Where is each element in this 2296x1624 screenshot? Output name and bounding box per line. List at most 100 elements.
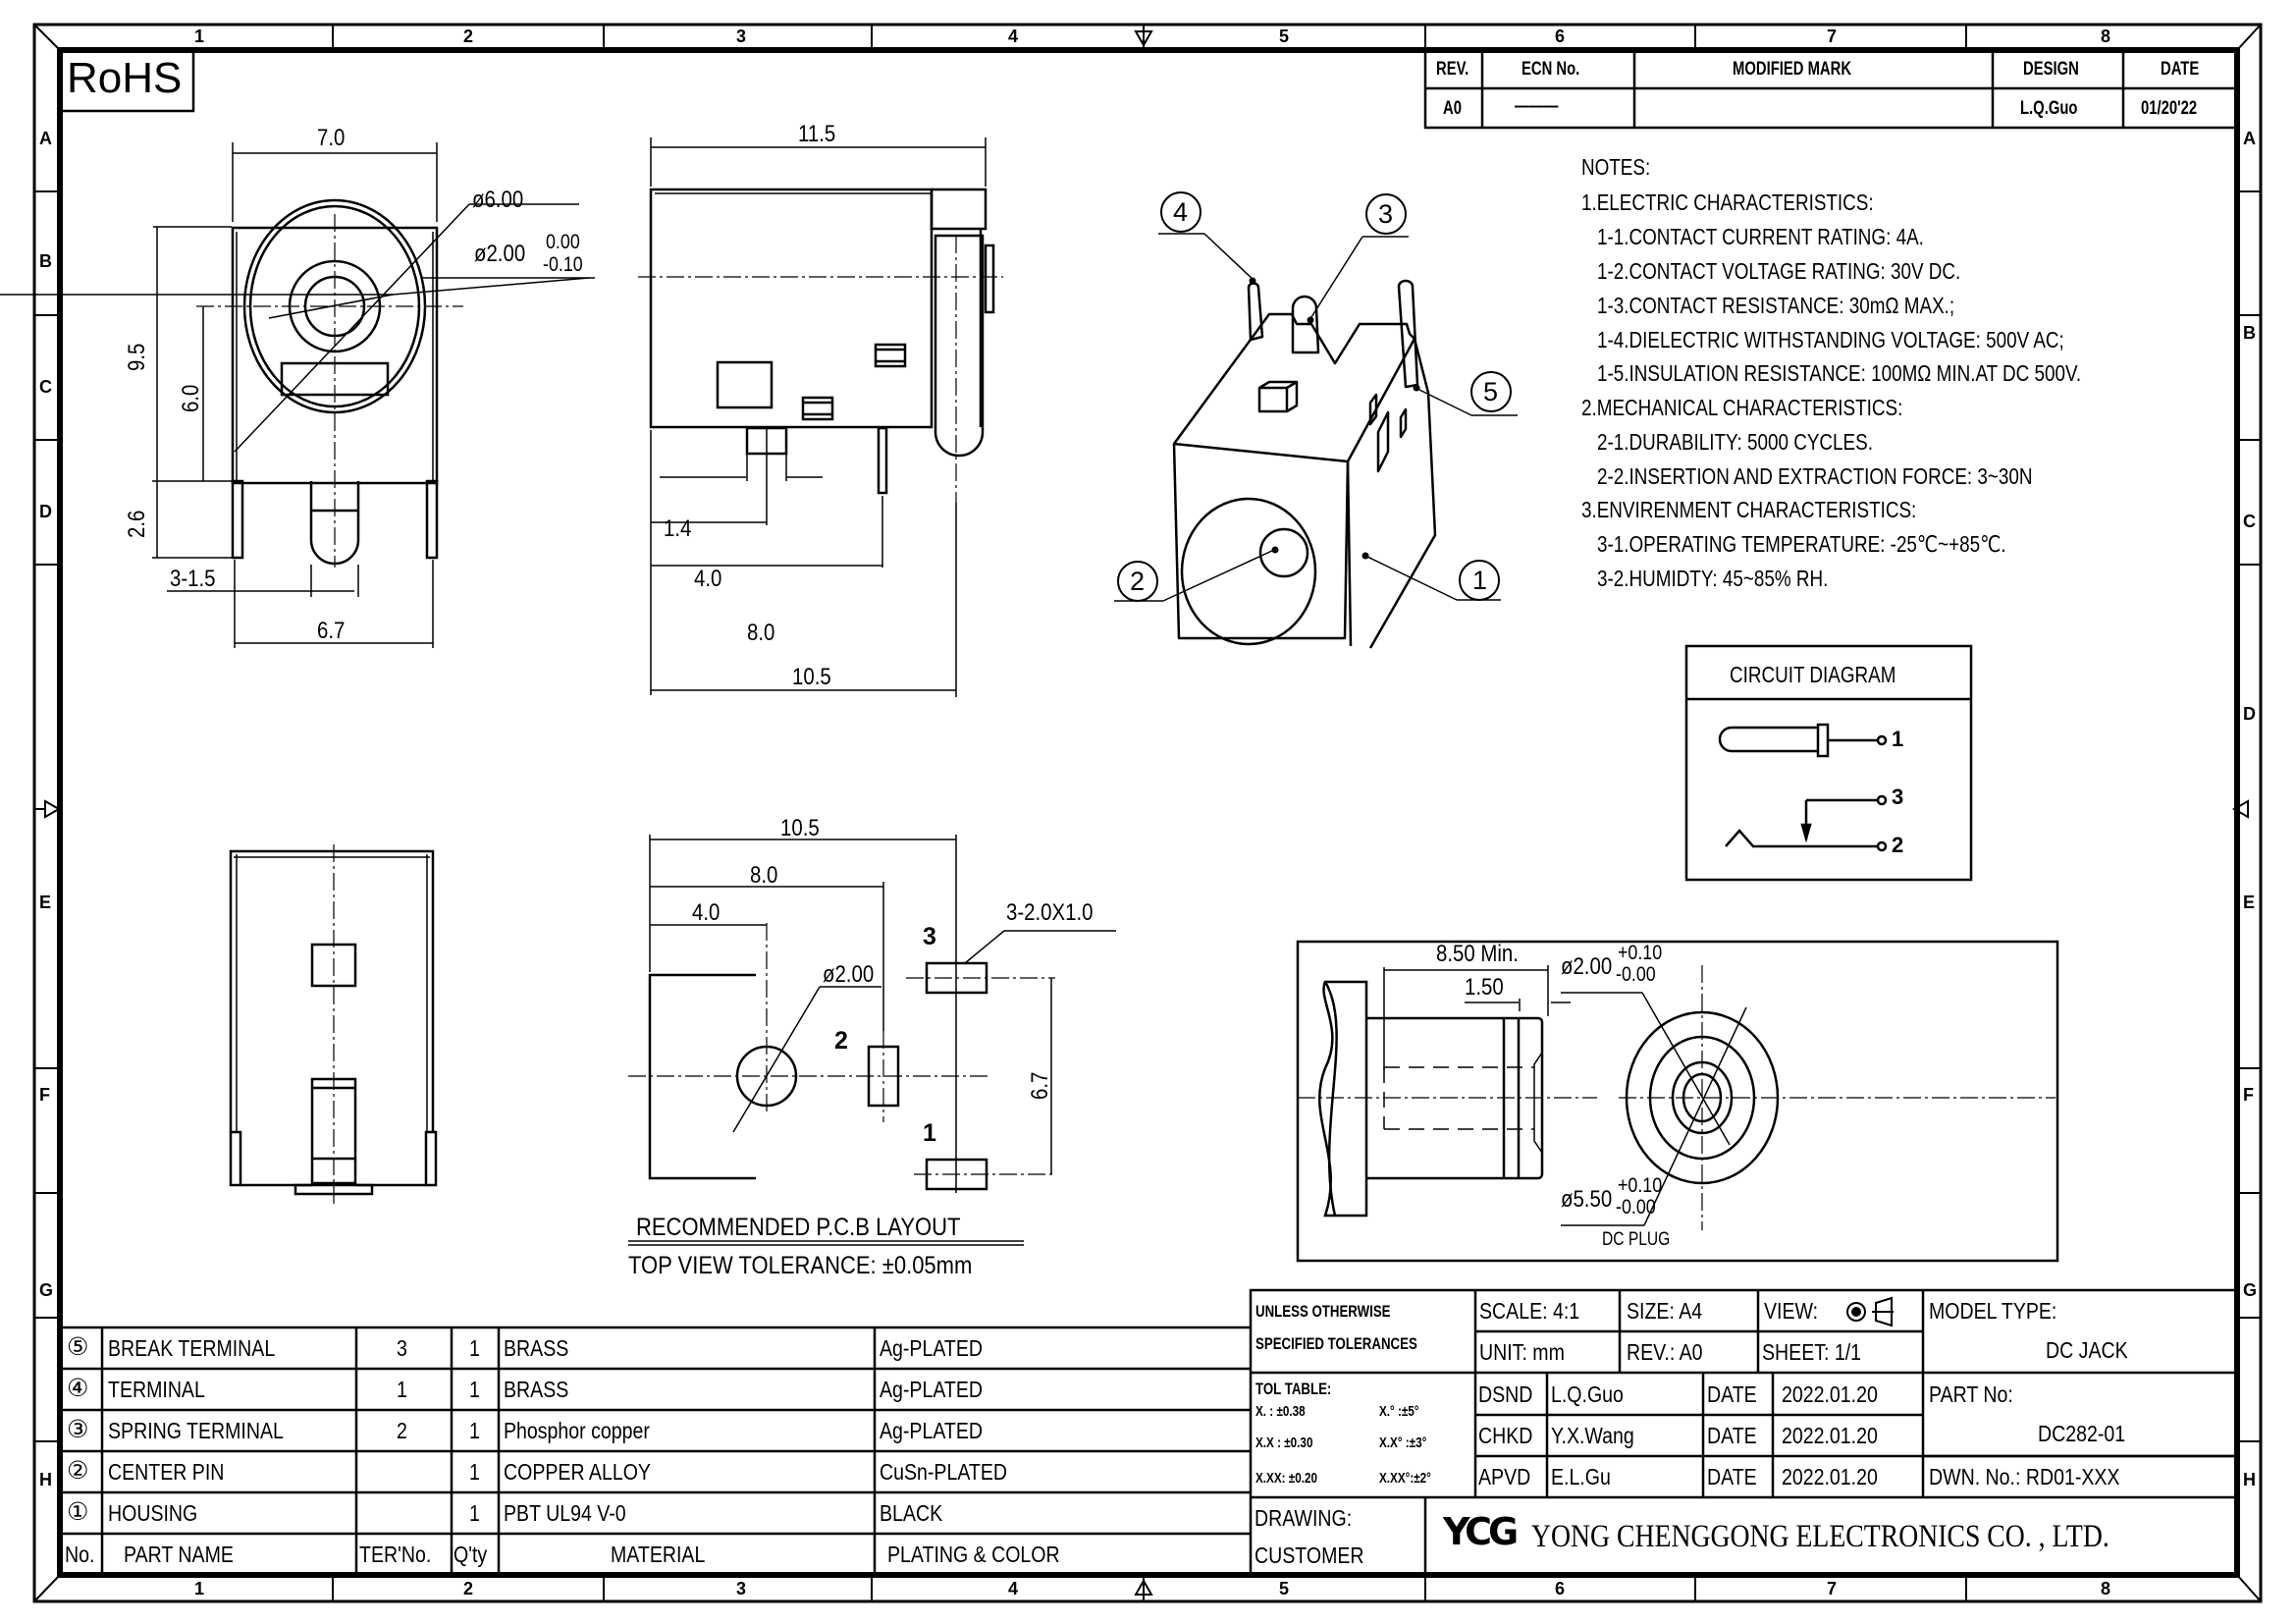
- rohs-label: RoHS: [67, 54, 183, 102]
- note-line: 1-3.CONTACT RESISTANCE: 30mΩ MAX.;: [1597, 293, 1955, 318]
- isometric-view-drawing: [1114, 191, 1518, 649]
- tb-part-no: DC282-01: [2038, 1421, 2126, 1446]
- dim-height-6-0: 6.0: [178, 384, 204, 412]
- dim-tol-upper: 0.00: [546, 231, 580, 253]
- note-line: 2.MECHANICAL CHARACTERISTICS:: [1581, 395, 1903, 420]
- zone-col-3: 3: [736, 27, 747, 46]
- bom-item-no: ①: [67, 1498, 89, 1526]
- bom-material: BRASS: [504, 1335, 569, 1361]
- bom-ter-no: 2: [397, 1418, 407, 1443]
- plug-dim-1-50: 1.50: [1465, 974, 1504, 1001]
- note-line: 3-2.HUMIDTY: 45~85% RH.: [1597, 566, 1829, 591]
- tb-unless: UNLESS OTHERWISE: [1255, 1302, 1391, 1321]
- tb-role: APVD: [1478, 1464, 1531, 1489]
- projection-symbol-icon: [1846, 1296, 1894, 1327]
- zone-row-dividers: [34, 190, 2261, 1442]
- center-mark-left: [34, 799, 62, 819]
- tb-unit: UNIT: mm: [1479, 1339, 1565, 1365]
- zone-col-5-bottom: 5: [1279, 1579, 1290, 1598]
- bom-qty: 1: [469, 1459, 480, 1485]
- circuit-pin-3: 3: [1892, 785, 1904, 809]
- zone-row-e: E: [39, 893, 52, 912]
- zone-row-d-right: D: [2243, 704, 2256, 724]
- circuit-diagram-drawing: [1684, 644, 1973, 882]
- zone-col-6: 6: [1555, 27, 1566, 46]
- pcb-dim-10-5: 10.5: [780, 815, 820, 841]
- tb-name: E.L.Gu: [1551, 1464, 1611, 1489]
- bom-qty: 1: [469, 1377, 480, 1402]
- tb-role: CHKD: [1478, 1423, 1533, 1448]
- center-mark-top: [1134, 25, 1153, 48]
- bom-plating: Ag-PLATED: [880, 1418, 984, 1443]
- bom-header-part-name: PART NAME: [124, 1542, 234, 1567]
- notes-title: NOTES:: [1581, 154, 1651, 180]
- tb-date-label: DATE: [1707, 1423, 1757, 1448]
- callout-circle-4: [1160, 191, 1201, 233]
- note-line: 1-4.DIELECTRIC WITHSTANDING VOLTAGE: 500…: [1597, 327, 2064, 352]
- tb-tol-angular: X.° :±5°: [1379, 1403, 1419, 1420]
- bom-plating: Ag-PLATED: [880, 1377, 984, 1402]
- zone-row-h: H: [39, 1470, 52, 1489]
- tb-tol-linear: X.XX: ±0.20: [1255, 1470, 1318, 1487]
- tb-rev: REV.: A0: [1627, 1339, 1703, 1365]
- tb-sheet: SHEET: 1/1: [1762, 1339, 1862, 1365]
- zone-row-c: C: [39, 377, 52, 397]
- plug-inner-tol-upper: +0.10: [1618, 942, 1663, 964]
- pcb-dim-6-7: 6.7: [1027, 1071, 1053, 1100]
- rohs-box: [58, 48, 195, 113]
- circuit-pin-1: 1: [1892, 727, 1904, 751]
- dim-tol-lower: -0.10: [543, 253, 583, 276]
- bom-ter-no: 3: [397, 1335, 407, 1361]
- rev-value-rev: A0: [1443, 98, 1462, 119]
- side-view-drawing: [638, 137, 1003, 697]
- tb-model-type: DC JACK: [2046, 1337, 2128, 1363]
- bom-header-no: No.: [65, 1542, 95, 1567]
- callout-circle-5: [1470, 371, 1512, 412]
- zone-col-7-bottom: 7: [1827, 1579, 1838, 1598]
- callout-4: 4: [1173, 197, 1189, 227]
- dim-width-7-0: 7.0: [317, 125, 346, 151]
- callout-3: 3: [1378, 199, 1394, 229]
- zone-row-e-right: E: [2243, 893, 2256, 912]
- zone-row-b-right: B: [2243, 323, 2256, 343]
- zone-col-7: 7: [1827, 27, 1838, 46]
- tb-drawing: DRAWING:: [1255, 1505, 1353, 1531]
- inner-frame: [57, 47, 2240, 1578]
- company-name: YONG CHENGGONG ELECTRONICS CO. , LTD.: [1531, 1519, 2109, 1554]
- zone-col-2-bottom: 2: [463, 1579, 474, 1598]
- rev-header-ecn: ECN No.: [1522, 59, 1580, 80]
- tb-model-type-label: MODEL TYPE:: [1929, 1298, 2057, 1324]
- note-line: 2-1.DURABILITY: 5000 CYCLES.: [1597, 429, 1873, 455]
- bom-header-ter-no: TER'No.: [359, 1542, 432, 1567]
- callout-circle-2: [1117, 561, 1158, 602]
- rev-header-design: DESIGN: [2023, 59, 2079, 80]
- tb-role: DSND: [1478, 1381, 1533, 1407]
- bom-plating: Ag-PLATED: [880, 1335, 984, 1361]
- tb-date: 2022.01.20: [1782, 1464, 1878, 1489]
- callout-circle-3: [1365, 193, 1407, 235]
- revision-table-grid: [1423, 48, 2239, 130]
- zone-col-4-bottom: 4: [1008, 1579, 1019, 1598]
- bom-ter-no: 1: [397, 1377, 407, 1402]
- bom-item-no: ②: [67, 1457, 89, 1485]
- pcb-dim-4-0: 4.0: [692, 899, 721, 926]
- note-line: 1-2.CONTACT VOLTAGE RATING: 30V DC.: [1597, 258, 1961, 284]
- plug-inner-tol-lower: -0.00: [1616, 963, 1656, 986]
- rev-header-date: DATE: [2161, 59, 2200, 80]
- dim-10-5: 10.5: [792, 664, 831, 690]
- bom-item-no: ④: [67, 1375, 89, 1402]
- bom-item-no: ⑤: [67, 1333, 89, 1361]
- bom-header-plating: PLATING & COLOR: [887, 1542, 1060, 1567]
- zone-row-c-right: C: [2243, 512, 2256, 531]
- tb-size: SIZE: A4: [1627, 1298, 1703, 1324]
- zone-row-f-right: F: [2243, 1085, 2254, 1105]
- tb-date: 2022.01.20: [1782, 1381, 1878, 1407]
- bom-material: COPPER ALLOY: [504, 1459, 651, 1485]
- plug-dim-8-50-min: 8.50 Min.: [1436, 941, 1519, 967]
- rev-header-modified: MODIFIED MARK: [1733, 59, 1852, 80]
- pcb-dim-8-0: 8.0: [750, 862, 778, 889]
- zone-col-5: 5: [1279, 27, 1290, 46]
- pcb-hole-diameter: ø2.00: [823, 961, 875, 988]
- bom-header-material: MATERIAL: [611, 1542, 706, 1567]
- bom-qty: 1: [469, 1335, 480, 1361]
